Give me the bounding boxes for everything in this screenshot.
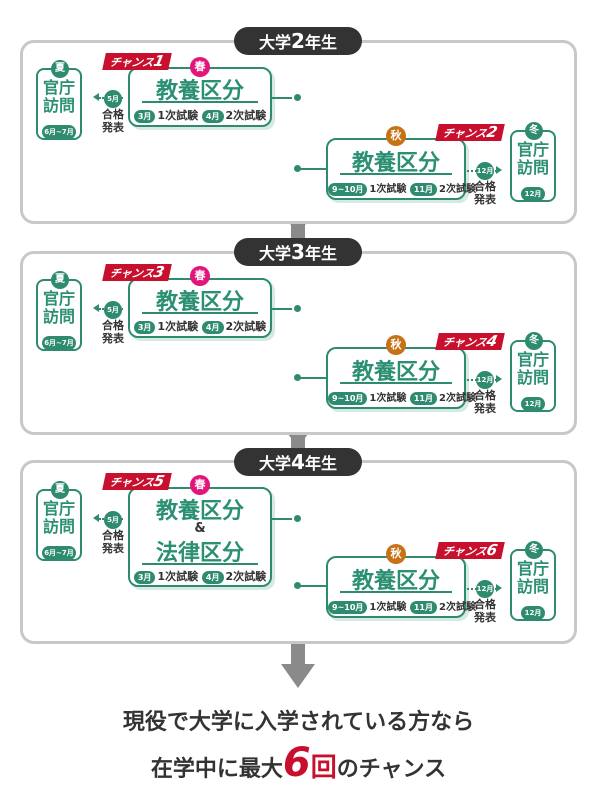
notice-arrow-left <box>93 514 99 522</box>
notice-arrow-left <box>93 304 99 312</box>
spring-notice-3: 5月合格発表 <box>100 301 126 345</box>
autumn-exam-title: 教養区分 <box>351 151 440 176</box>
autumn-season-badge-3: 秋 <box>386 335 406 355</box>
spring-season-badge-3: 春 <box>190 266 210 286</box>
year-label-2: 大学2年生 <box>234 27 362 55</box>
footer-line-1: 現役で大学に入学されている方なら <box>122 710 475 735</box>
summer-season-badge: 夏 <box>51 481 69 499</box>
spring-season-badge-4: 春 <box>190 475 210 495</box>
notice-arrow-right <box>496 166 502 174</box>
chance-badge-5: チャンス5 <box>102 472 172 490</box>
autumn-connector <box>300 377 326 379</box>
spring-exam-title-2: 法律区分 <box>155 541 244 566</box>
autumn-connector <box>300 585 326 587</box>
summer-visit-title: 官庁訪問 <box>42 289 75 326</box>
spring-notice-4: 5月合格発表 <box>100 511 126 555</box>
year-label-4: 大学4年生 <box>234 448 362 476</box>
autumn-notice-2: 12月合格発表 <box>472 162 498 206</box>
exam-title-ampersand: & <box>194 521 206 536</box>
autumn-season-badge-4: 秋 <box>386 544 406 564</box>
exam-title-rule <box>142 563 258 565</box>
winter-visit-box-3: 冬 官庁訪問 12月 <box>510 332 556 412</box>
winter-season-badge: 冬 <box>525 541 543 559</box>
summer-date-pin: 6月~7月 <box>42 125 76 139</box>
spring-notice-2: 5月合格発表 <box>100 90 126 134</box>
summer-visit-title: 官庁訪問 <box>42 78 75 115</box>
summer-season-badge: 夏 <box>51 60 69 78</box>
autumn-exam-title: 教養区分 <box>351 569 440 594</box>
spring-exam-title: 教養区分 <box>155 79 244 104</box>
summer-season-badge: 夏 <box>51 271 69 289</box>
spring-connector <box>272 308 296 310</box>
spring-connector <box>272 97 296 99</box>
exam-title-rule <box>142 101 258 103</box>
footer-line-2: 在学中に最大6回のチャンス <box>150 740 447 786</box>
spring-timeline-dot <box>292 513 303 524</box>
timeline-arrow-3 <box>281 664 315 688</box>
autumn-notice-4: 12月合格発表 <box>472 580 498 624</box>
winter-visit-box-4: 冬 官庁訪問 12月 <box>510 541 556 621</box>
exam-title-rule <box>340 591 452 593</box>
autumn-season-badge-2: 秋 <box>386 126 406 146</box>
spring-connector <box>272 518 296 520</box>
chance-badge-6: チャンス6 <box>435 541 505 559</box>
chance-badge-2: チャンス2 <box>435 123 505 141</box>
chance-badge-4: チャンス4 <box>435 332 505 350</box>
winter-visit-title: 官庁訪問 <box>516 140 549 177</box>
summer-visit-box-4: 夏 官庁訪問 6月~7月 <box>36 481 82 561</box>
summer-visit-box-3: 夏 官庁訪問 6月~7月 <box>36 271 82 351</box>
spring-season-badge-2: 春 <box>190 57 210 77</box>
winter-visit-title: 官庁訪問 <box>516 559 549 596</box>
winter-date-pin: 12月 <box>521 187 545 201</box>
summer-visit-title: 官庁訪問 <box>42 499 75 536</box>
spring-exam-title: 教養区分 <box>155 290 244 315</box>
summer-date-pin: 6月~7月 <box>42 336 76 350</box>
chance-badge-1: チャンス1 <box>102 52 172 70</box>
winter-date-pin: 12月 <box>521 397 545 411</box>
notice-arrow-right <box>496 584 502 592</box>
winter-season-badge: 冬 <box>525 122 543 140</box>
autumn-exam-title: 教養区分 <box>351 360 440 385</box>
summer-date-pin: 6月~7月 <box>42 546 76 560</box>
autumn-notice-3: 12月合格発表 <box>472 371 498 415</box>
summer-visit-box-2: 夏 官庁訪問 6月~7月 <box>36 60 82 140</box>
exam-title-rule <box>340 173 452 175</box>
spring-timeline-dot <box>292 92 303 103</box>
notice-arrow-right <box>496 375 502 383</box>
winter-visit-box-2: 冬 官庁訪問 12月 <box>510 122 556 202</box>
exam-title-rule <box>340 382 452 384</box>
footer-chance-count: 6 <box>282 740 311 786</box>
winter-date-pin: 12月 <box>521 606 545 620</box>
autumn-connector <box>300 168 326 170</box>
spring-exam-title: 教養区分 <box>155 499 244 524</box>
winter-season-badge: 冬 <box>525 332 543 350</box>
notice-arrow-left <box>93 93 99 101</box>
exam-title-rule <box>142 312 258 314</box>
winter-visit-title: 官庁訪問 <box>516 350 549 387</box>
chance-badge-3: チャンス3 <box>102 263 172 281</box>
spring-timeline-dot <box>292 303 303 314</box>
year-label-3: 大学3年生 <box>234 238 362 266</box>
